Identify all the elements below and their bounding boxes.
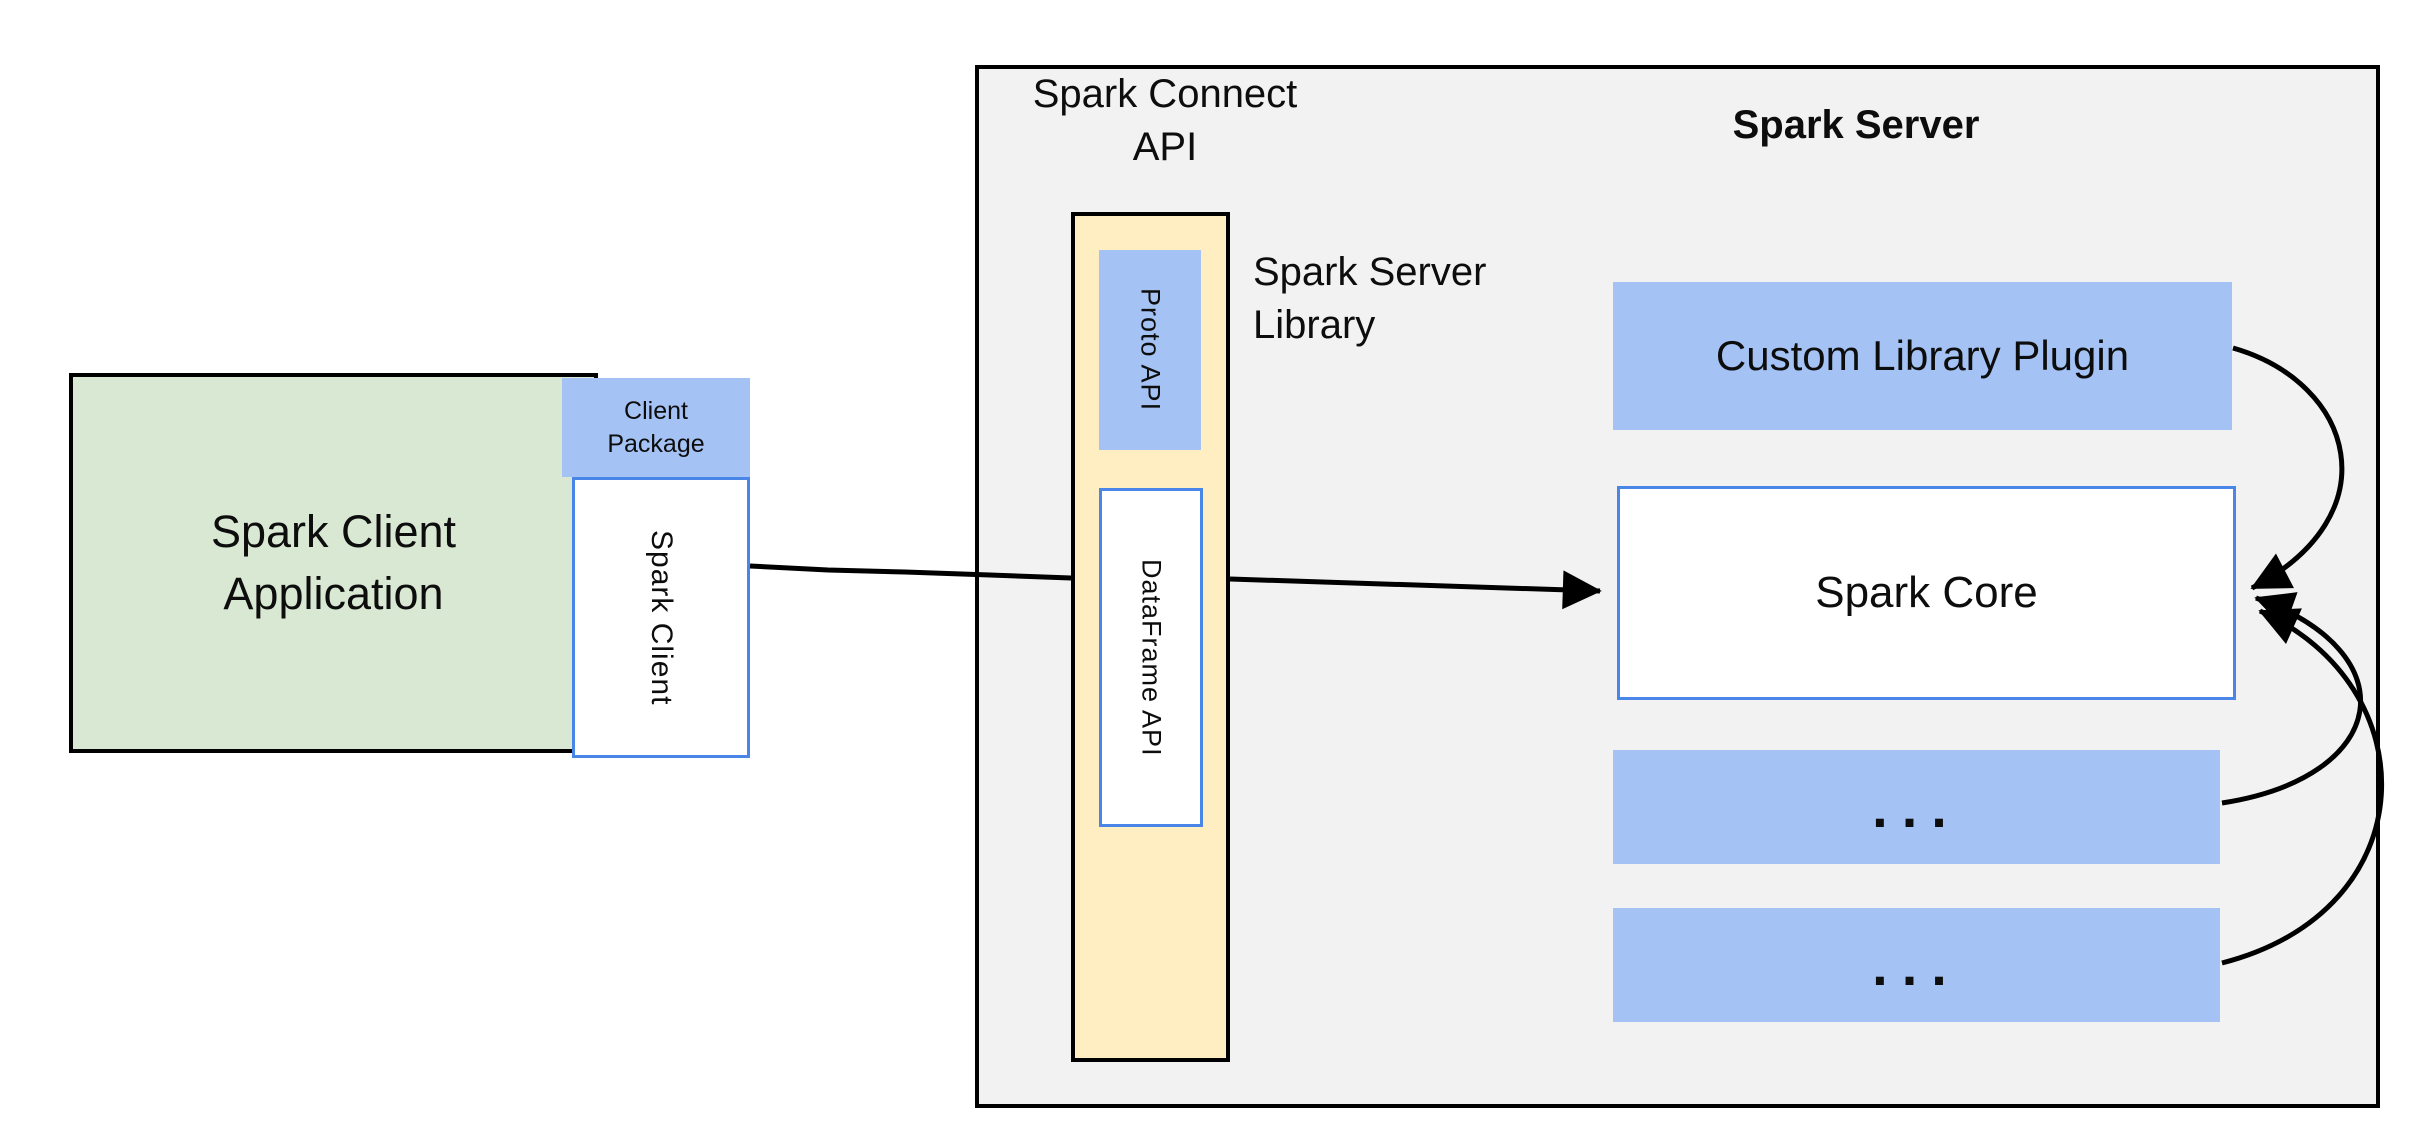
client-package-box: Client Package (562, 378, 750, 477)
dataframe-api-box: DataFrame API (1099, 488, 1203, 827)
proto-api-label: Proto API (1135, 288, 1166, 412)
plugin-placeholder-box-2: ... (1613, 908, 2220, 1022)
proto-api-box: Proto API (1099, 250, 1201, 450)
spark-client-application-label: Spark Client Application (210, 506, 457, 619)
custom-library-plugin-box: Custom Library Plugin (1613, 282, 2232, 430)
spark-client-label: Spark Client (645, 529, 678, 706)
dataframe-api-label: DataFrame API (1136, 558, 1167, 757)
spark-connect-api-label: Spark Connect API (1032, 72, 1298, 169)
spark-core-box: Spark Core (1617, 486, 2236, 700)
plugin-placeholder-box-1: ... (1613, 750, 2220, 864)
spark-server-title: Spark Server (1732, 103, 1980, 147)
spark-client-box: Spark Client (572, 477, 750, 758)
client-package-label: Client Package (607, 396, 705, 458)
spark-client-application-box: Spark Client Application (69, 373, 598, 753)
spark-server-library-label: Spark Server Library (1253, 250, 1487, 347)
